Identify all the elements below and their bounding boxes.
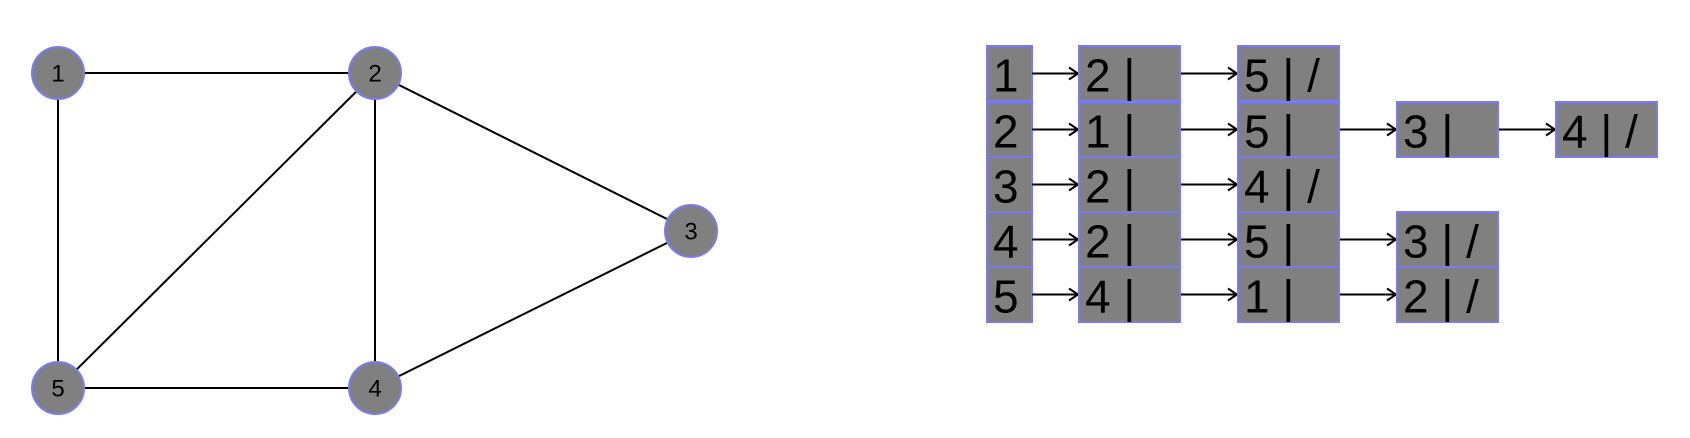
adjacency-node: 5 | — [1237, 101, 1340, 158]
graph-node-label: 3 — [684, 219, 697, 246]
adjacency-arrow — [1032, 177, 1080, 192]
adjacency-vertex-5: 5 — [986, 266, 1033, 323]
adjacency-arrow — [1181, 177, 1239, 192]
adjacency-vertex-3: 3 — [986, 156, 1033, 213]
graph-nodes: 1 2 3 4 5 — [31, 46, 718, 415]
adjacency-node: 5 | / — [1237, 45, 1340, 102]
adjacency-node-label: 3 | / — [1403, 216, 1479, 268]
adjacency-node: 4 | / — [1237, 156, 1340, 213]
adjacency-node-label: 2 | — [1085, 161, 1135, 213]
adjacency-arrow — [1032, 232, 1080, 247]
adjacency-node: 2 | / — [1396, 266, 1499, 323]
adjacency-node-label: 4 | / — [1562, 106, 1638, 158]
adjacency-arrow — [1181, 232, 1239, 247]
graph-node-circle — [348, 361, 402, 415]
adjacency-node-label: 2 | / — [1403, 271, 1479, 323]
adjacency-node-label: 2 | — [1085, 216, 1135, 268]
adjacency-arrow — [1340, 287, 1398, 302]
adjacency-node: 2 | — [1078, 211, 1181, 268]
adjacency-node: 1 | — [1078, 101, 1181, 158]
adjacency-vertex-label: 3 — [993, 161, 1019, 213]
adjacency-arrow — [1181, 66, 1239, 81]
adjacency-arrow — [1032, 122, 1080, 137]
adjacency-node: 3 | — [1396, 101, 1499, 158]
adjacency-vertex-label: 4 — [993, 216, 1019, 268]
adjacency-arrow — [1032, 66, 1080, 81]
adjacency-node: 2 | — [1078, 156, 1181, 213]
adjacency-arrow — [1181, 122, 1239, 137]
graph-edge-3-4 — [374, 230, 692, 389]
adjacency-node: 4 | / — [1555, 101, 1658, 158]
adjacency-arrow — [1340, 122, 1398, 137]
graph-node-circle — [31, 361, 85, 415]
adjacency-arrow — [1340, 232, 1398, 247]
adjacency-node-label: 1 | — [1244, 271, 1294, 323]
graph-node-label: 4 — [368, 376, 381, 403]
graph-node-2: 2 — [348, 46, 402, 100]
adjacency-vertex-4: 4 — [986, 211, 1033, 268]
adjacency-vertex-label: 5 — [993, 271, 1019, 323]
adjacency-node: 2 | — [1078, 45, 1181, 102]
adjacency-node-label: 5 | — [1244, 106, 1294, 158]
adjacency-arrow — [1499, 122, 1557, 137]
graph-node-circle — [31, 46, 85, 100]
graph-node-label: 1 — [51, 61, 64, 88]
adjacency-vertex-label: 1 — [993, 50, 1019, 102]
adjacency-node-label: 4 | / — [1244, 161, 1320, 213]
graph-node-label: 2 — [368, 61, 381, 88]
adjacency-node-label: 3 | — [1403, 106, 1453, 158]
graph-node-circle — [348, 46, 402, 100]
adjacency-node-label: 2 | — [1085, 50, 1135, 102]
adjacency-node-label: 4 | — [1085, 271, 1135, 323]
adjacency-vertex-1: 1 — [986, 45, 1033, 102]
adjacency-vertex-label: 2 — [993, 106, 1019, 158]
graph-node-circle — [664, 204, 718, 258]
adjacency-node: 3 | / — [1396, 211, 1499, 268]
graph-edge-2-3 — [374, 72, 692, 232]
graph-node-5: 5 — [31, 361, 85, 415]
graph-node-1: 1 — [31, 46, 85, 100]
graph-edges — [57, 72, 692, 389]
graph-node-4: 4 — [348, 361, 402, 415]
adjacency-node: 4 | — [1078, 266, 1181, 323]
graph-edge-2-5 — [57, 72, 376, 389]
adjacency-node: 1 | — [1237, 266, 1340, 323]
adjacency-node-label: 1 | — [1085, 106, 1135, 158]
graph-node-label: 5 — [51, 376, 64, 403]
adjacency-arrow — [1032, 287, 1080, 302]
adjacency-arrow — [1181, 287, 1239, 302]
adjacency-vertex-2: 2 — [986, 101, 1033, 158]
adjacency-node-label: 5 | / — [1244, 50, 1320, 102]
graph-node-3: 3 — [664, 204, 718, 258]
adjacency-node: 5 | — [1237, 211, 1340, 268]
adjacency-node-label: 5 | — [1244, 216, 1294, 268]
